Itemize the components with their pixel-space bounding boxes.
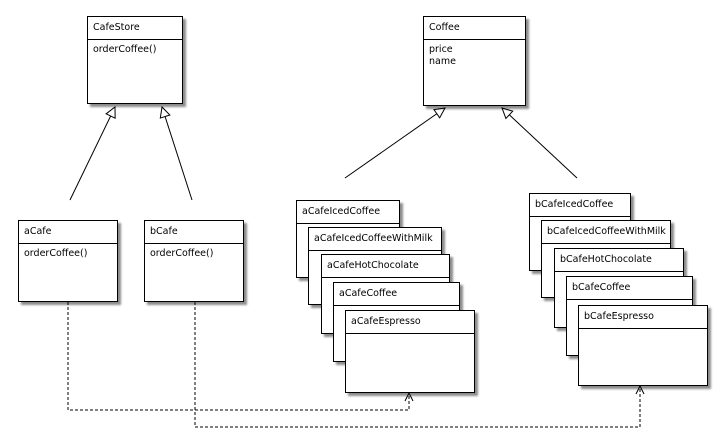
class-name: CafeStore (88, 17, 182, 40)
method: orderCoffee() (24, 248, 88, 259)
class-name: bCafeIcedCoffeeWithMilk (542, 221, 670, 244)
bcafe-creates-dependency (194, 302, 640, 428)
class-coffee[interactable]: Coffee price name (423, 16, 526, 106)
class-bcafe[interactable]: bCafe orderCoffee() (144, 220, 244, 302)
class-bcafe-espresso[interactable]: bCafeEspresso (578, 305, 708, 386)
acafe-inherits-line (69, 107, 115, 201)
class-name: aCafeIcedCoffeeWithMilk (309, 228, 441, 251)
class-name: aCafeCoffee (334, 283, 459, 306)
class-cafestore[interactable]: CafeStore orderCoffee() (87, 16, 183, 104)
class-methods: orderCoffee() (88, 40, 182, 60)
bcafe-inherits-line (162, 107, 193, 201)
class-name: aCafeEspresso (346, 311, 474, 334)
b-products-inherit-line (502, 108, 578, 179)
method: orderCoffee() (150, 248, 214, 259)
class-name: bCafe (145, 221, 243, 244)
class-acafe-espresso[interactable]: aCafeEspresso (345, 310, 475, 393)
class-name: aCafe (19, 221, 117, 244)
field: name (429, 56, 456, 67)
acafe-creates-dependency (67, 302, 409, 411)
class-name: bCafeEspresso (579, 306, 707, 329)
field: price (429, 44, 453, 55)
method: orderCoffee() (93, 44, 157, 55)
class-name: bCafeHotChocolate (555, 249, 683, 272)
class-fields: price name (424, 40, 525, 72)
class-name: Coffee (424, 17, 525, 40)
class-name: aCafeHotChocolate (322, 255, 449, 278)
class-acafe[interactable]: aCafe orderCoffee() (18, 220, 118, 302)
class-methods: orderCoffee() (145, 244, 243, 264)
class-name: bCafeIcedCoffee (530, 194, 630, 217)
a-products-inherit-line (344, 108, 445, 179)
class-name: bCafeCoffee (567, 277, 692, 300)
class-methods: orderCoffee() (19, 244, 117, 264)
class-name: aCafeIcedCoffee (297, 201, 399, 224)
